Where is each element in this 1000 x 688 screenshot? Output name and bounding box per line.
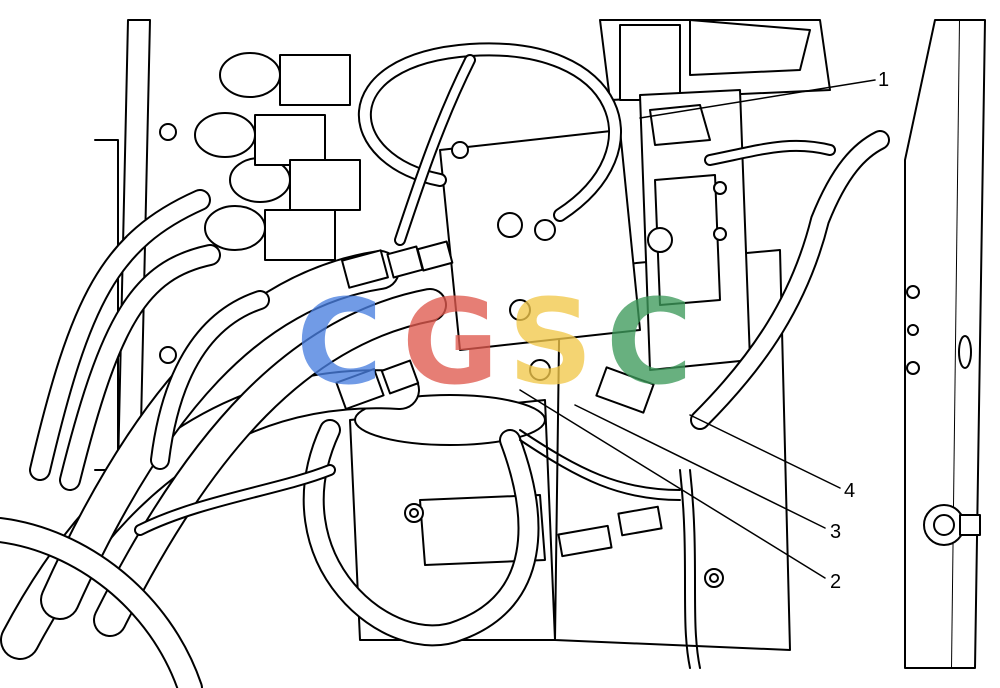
filter-housing	[349, 394, 556, 641]
callout-3: 3	[830, 521, 842, 543]
leader-lines	[519, 79, 876, 579]
lower-loop-hose	[302, 419, 540, 647]
watermark-letter-c2: C	[606, 273, 693, 411]
callout-4: 4	[844, 480, 856, 502]
top-loop-hose	[357, 42, 622, 222]
watermark-letter-c1: C	[296, 273, 383, 411]
right-frame-panel	[904, 19, 986, 669]
right-hose	[690, 130, 890, 430]
small-pipes	[519, 429, 701, 669]
main-hose-bundle	[0, 189, 447, 660]
solenoid-caps	[194, 52, 361, 261]
callout-1: 1	[878, 69, 890, 91]
callout-2: 2	[830, 571, 842, 593]
lower-left-housing	[0, 517, 203, 688]
fittings	[335, 141, 663, 558]
watermark-letter-g: G	[402, 273, 499, 411]
wire-harness	[134, 54, 476, 536]
bolts	[159, 123, 981, 588]
watermark-letter-s: S	[508, 273, 593, 411]
